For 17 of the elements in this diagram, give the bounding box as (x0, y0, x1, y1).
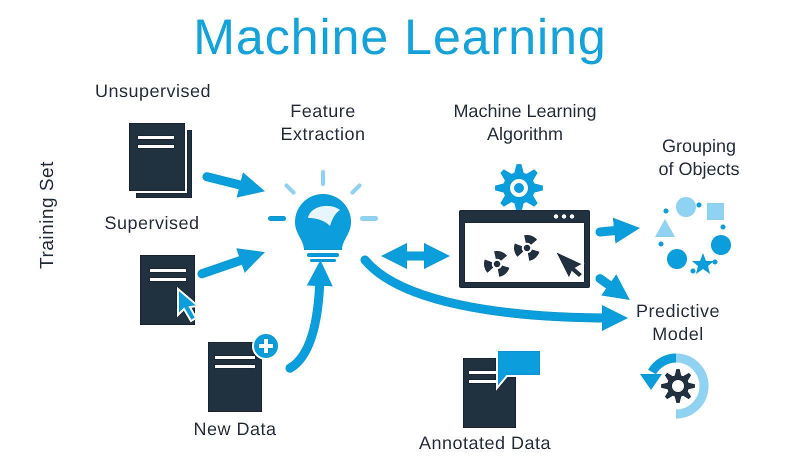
diagram-title: Machine Learning (192, 8, 608, 66)
node-label: Supervised (103, 212, 201, 235)
arrow (286, 260, 333, 373)
node-label: Machine Learning Algorithm (452, 100, 598, 146)
node-label: Predictive Model (634, 300, 722, 346)
side-label: Training Set (37, 160, 59, 271)
node-label: Grouping of Objects (657, 135, 741, 181)
arrow (596, 274, 630, 300)
arrow (202, 172, 265, 198)
arrow (381, 243, 450, 269)
arrow (596, 218, 640, 244)
node-label: Annotated Data (418, 432, 552, 455)
node-label: Unsupervised (95, 80, 207, 103)
node-label: Feature Extraction (279, 100, 367, 146)
arrow (198, 248, 265, 278)
arrow (360, 256, 628, 331)
node-label: New Data (192, 418, 278, 441)
